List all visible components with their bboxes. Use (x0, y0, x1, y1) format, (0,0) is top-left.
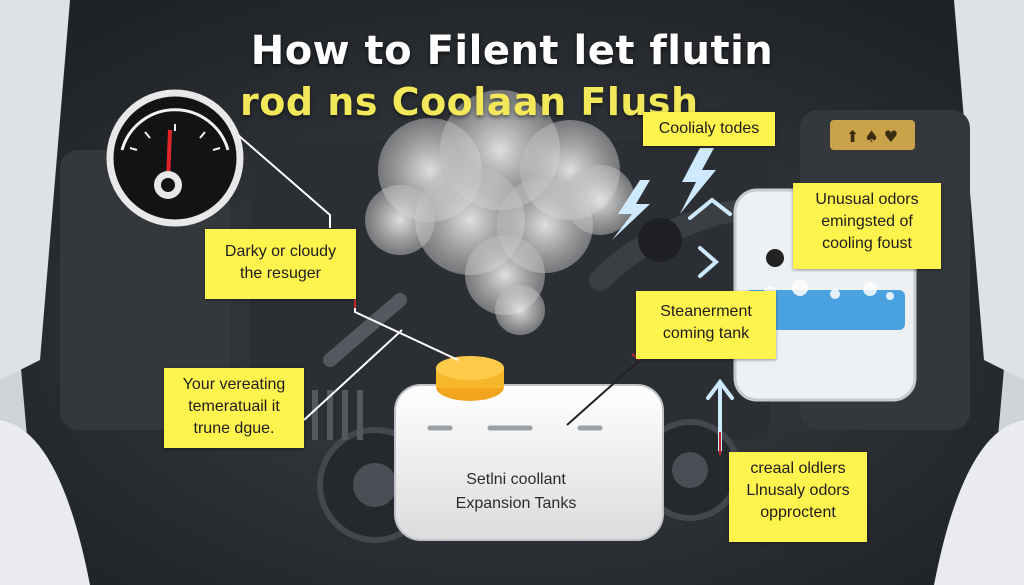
label-dark-cloudy-line1: Darky or cloudy (224, 243, 337, 260)
right-fender (934, 420, 1024, 585)
label-unusual-odors-line1: Unusual odors (815, 191, 919, 208)
small-hose (323, 293, 407, 367)
label-overheating-line3: trune dgue. (193, 420, 275, 437)
label-coolant-hoses-text: Coolialy todes (658, 120, 760, 137)
label-dark-cloudy: Darky or cloudy the resuger (205, 229, 356, 299)
temperature-gauge-icon (106, 89, 244, 227)
left-hood-edge (0, 0, 70, 380)
label-unusual-odors-line2: emingsted of (821, 213, 913, 230)
right-hood-edge (954, 0, 1024, 380)
svg-text:⬆ ♠ ♥: ⬆ ♠ ♥ (846, 127, 898, 146)
tank-label: Setlni coollant Expansion Tanks (400, 468, 632, 516)
lightning-icon (612, 148, 716, 240)
reservoir-cap (766, 249, 784, 267)
tank-label-line1: Setlni coollant (466, 471, 566, 488)
pulley-left-hub (353, 463, 397, 507)
label-overheating: Your vereating temeratuail it trune dgue… (164, 368, 304, 448)
label-steam: Steanerment coming tank (636, 291, 776, 359)
label-overheating-line1: Your vereating (182, 376, 286, 393)
coolant-level (745, 290, 905, 330)
page-title: How to Filent let flutin (250, 28, 774, 74)
label-steam-line1: Steanerment (660, 303, 752, 320)
label-odors-bottom-line1: creaal oldlers (750, 460, 846, 477)
tank-cap-top (436, 356, 504, 380)
label-dark-cloudy-line2: the resuger (240, 265, 321, 282)
label-overheating-line2: temeratuail it (188, 398, 280, 415)
label-odors-bottom-line2: Llnusaly odors (746, 482, 850, 499)
label-unusual-odors: Unusual odors emingsted of cooling foust (793, 183, 941, 269)
label-unusual-odors-line3: cooling foust (822, 235, 912, 252)
label-steam-line2: coming tank (662, 325, 750, 342)
steam-cloud-icon (365, 90, 635, 335)
page-subtitle: rod ns Coolaan Flush (240, 80, 699, 124)
hose-fitting (638, 218, 682, 262)
tank-label-line2: Expansion Tanks (455, 495, 577, 512)
expansion-tank (394, 384, 664, 541)
pulley-right-hub (672, 452, 708, 488)
label-odors-bottom: creaal oldlers Llnusaly odors opproctent (729, 452, 867, 542)
leader-lines (237, 134, 721, 455)
battery-label (830, 120, 915, 150)
label-coolant-hoses: Coolialy todes (643, 112, 775, 146)
left-fender (0, 420, 90, 585)
label-odors-bottom-line3: opproctent (760, 504, 836, 521)
